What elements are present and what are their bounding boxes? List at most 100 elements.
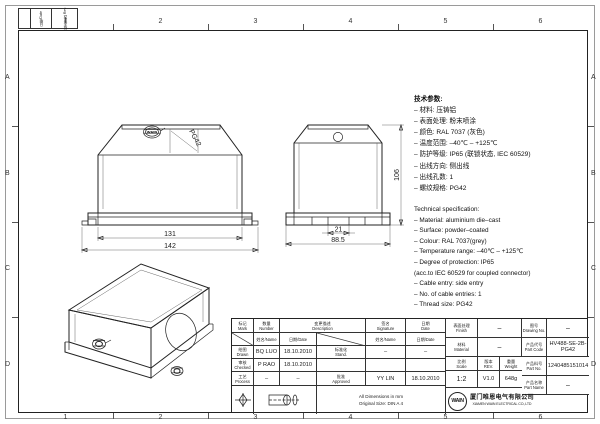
tb-chk-cn: 审核 (238, 360, 247, 365)
spec-chinese-line: – 出线方向: 侧出线 (414, 162, 470, 170)
spec-english-line: – Material: aluminium die–cast (414, 216, 501, 224)
zone-tick-left (12, 221, 18, 223)
tb-standard-date-cell: – (406, 346, 446, 359)
tb-mark-cn: 标记 (238, 320, 247, 326)
latch-lever (92, 338, 112, 350)
zone-tick-bottom (303, 413, 304, 419)
zone-tick-bottom (493, 413, 494, 419)
tb-weight-value-cell: 648g (500, 371, 523, 388)
tb-pname-cn: 产品名称 (525, 380, 543, 385)
tb-checked-date-cell: 18.10.2010 (280, 359, 317, 372)
zone-label-left: C (5, 265, 11, 273)
tb-drawn-name-cell: BQ LUO (254, 346, 280, 359)
zone-tick-top (303, 24, 304, 30)
zone-label-left: B (5, 169, 10, 177)
first-angle-projection-icon (234, 393, 251, 407)
tb-part-no-value-cell: 1240485151014 (547, 357, 589, 376)
wain-logo-badge: WAIN (143, 125, 166, 139)
tb-drawn-name: BQ LUO (255, 349, 278, 355)
tb-pno-cn: 产品料号 (525, 361, 543, 366)
zone-label-right: A (591, 73, 596, 81)
tb-approved-name-cell: YY LIN (366, 372, 406, 386)
zone-label-right: B (591, 169, 596, 177)
tb-standard-name-cell: – (366, 346, 406, 359)
tb-blank-sig (366, 359, 406, 372)
sheet-outer-border (5, 5, 595, 419)
tb-blank-mid (317, 359, 366, 372)
cable-entry-hole (333, 132, 343, 142)
tb-checked-name: P RAO (257, 362, 276, 368)
tb-part-code-value-cell: HV488-SE-2B-PG42 (547, 338, 589, 357)
tb-part-name-value-cell: – (547, 376, 589, 395)
spec-chinese-line: – 温度范围: –40℃ – +125℃ (414, 140, 498, 148)
zone-label-bottom: 1 (63, 414, 68, 421)
spec-english-line: – No. of cable entries: 1 (414, 290, 482, 298)
zone-tick-top (493, 24, 494, 30)
spec-chinese-line: – 出线孔数: 1 (414, 173, 454, 181)
spec-english-title: Technical specification: (414, 206, 480, 213)
tb-wt-cn: 重量 (506, 358, 516, 364)
zone-tick-top (208, 24, 209, 30)
spec-chinese-line: – 防护等级: IP65 (联锁状态, IEC 60529) (414, 151, 531, 159)
spec-english-line: – Surface: powder–coated (414, 227, 489, 235)
tb-mat-en: Material (454, 347, 469, 352)
tb-process-name-cell: – (254, 372, 280, 386)
tb-std-cn: 标准化 (334, 347, 348, 352)
tb-weight-value: 648g (504, 376, 518, 382)
tb-proc-cn: 工艺 (238, 373, 247, 379)
tb-scale-cn: 比例 (457, 358, 466, 364)
spec-english-line: – Thread size: PG42 (414, 301, 473, 309)
zone-label-bottom: 6 (538, 414, 543, 421)
zone-tick-top (113, 24, 114, 30)
zone-label-left: A (5, 73, 10, 81)
tb-scale-value: 1:2 (456, 375, 467, 383)
tb-rev-en: REV. (483, 363, 494, 369)
tb-drawn-date: 18.10.2010 (284, 349, 312, 355)
tb-finish-value: – (497, 324, 502, 332)
projection-cone-icon (268, 394, 299, 406)
wain-logo-text: WAIN (451, 398, 464, 404)
zone-label-bottom: 3 (253, 414, 258, 421)
tb-pcode-en: Part Code (524, 347, 544, 352)
tb-date-label-2: 日期/Date (416, 336, 435, 342)
wain-logo-icon: WAIN (448, 391, 467, 411)
zone-tick-left (12, 317, 18, 319)
spec-chinese-line: – 表面处理: 粉末喷涂 (414, 118, 476, 126)
tb-drawing-no-value: – (566, 324, 570, 332)
view-front: WAIN PG42 131 142 (70, 95, 370, 255)
company-name-cn: 厦门唯恩电气有限公司 (470, 393, 534, 401)
tb-name-label: 姓名/Name (256, 336, 277, 342)
zone-tick-top (398, 24, 399, 30)
spec-chinese-line: – 螺纹规格: PG42 (414, 184, 467, 192)
zone-label-left: D (5, 361, 11, 369)
tb-diag-left (232, 333, 254, 346)
tb-note-line2: Original Size: DIN A 4 (358, 401, 404, 406)
tb-subheader-name2: 姓名/Name (366, 333, 406, 346)
tb-dwgno-en: Drawing No. (522, 328, 546, 333)
spec-chinese-line: – 材料: 压铸铝 (414, 107, 457, 115)
spec-english-line: – Temperature range: –40℃ – +125℃ (414, 248, 524, 256)
tb-part-code-value: HV488-SE-2B-PG42 (549, 341, 587, 353)
tb-finish-value-cell: – (478, 319, 522, 338)
tb-material-value-cell: – (478, 338, 522, 357)
tb-drawn-en: Drawn (236, 352, 249, 357)
tb-std-en: Stand. (335, 352, 347, 357)
cable-entry-boss (165, 312, 197, 352)
tb-desc-en: Description (312, 325, 333, 331)
tb-name-label-2: 姓名/Name (375, 336, 396, 342)
latch-lever-secondary (170, 366, 184, 376)
zone-tick-right (588, 317, 594, 319)
tb-process-name: – (264, 375, 269, 382)
tb-part-no-value: 1240485151014 (547, 363, 589, 369)
tb-scale-value-cell: 1:2 (446, 371, 478, 388)
tb-standard-name: – (383, 349, 388, 355)
